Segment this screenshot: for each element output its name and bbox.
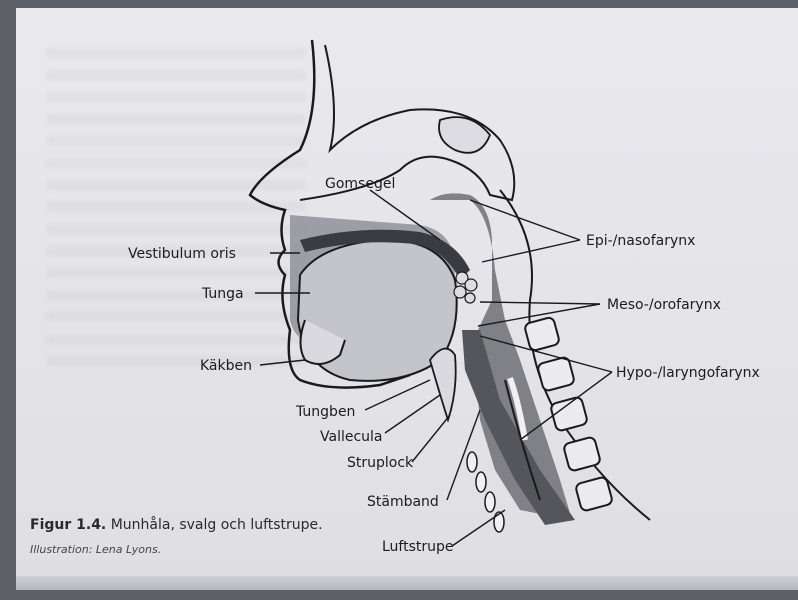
epiglottis [430,349,456,420]
label-tungben: Tungben [295,404,355,420]
label-stamband: Stämband [367,494,439,510]
label-gomsegel: Gomsegel [325,176,395,192]
label-vestibulum-oris: Vestibulum oris [128,246,236,262]
label-epi-nasofarynx: Epi-/nasofarynx [586,233,695,249]
anatomy-illustration: Gomsegel Epi-/nasofarynx Vestibulum oris… [16,8,798,590]
label-hypo-laryngofarynx: Hypo-/laryngofarynx [616,365,760,381]
page-bottom-shadow [16,576,798,590]
figure-title: Munhåla, svalg och luftstrupe. [111,517,323,533]
label-tunga: Tunga [201,286,244,302]
label-kakben: Käkben [200,358,252,374]
label-vallecula: Vallecula [320,429,383,445]
figure-number: Figur 1.4. [30,517,106,533]
label-struplock: Struplock [347,455,414,471]
book-page: Gomsegel Epi-/nasofarynx Vestibulum oris… [16,8,798,590]
figure-caption: Figur 1.4. Munhåla, svalg och luftstrupe… [30,517,323,533]
illustration-credit: Illustration: Lena Lyons. [30,543,161,556]
label-luftstrupe: Luftstrupe [382,539,454,555]
label-meso-orofarynx: Meso-/orofarynx [607,297,721,313]
nasal-turbinate [439,117,490,153]
